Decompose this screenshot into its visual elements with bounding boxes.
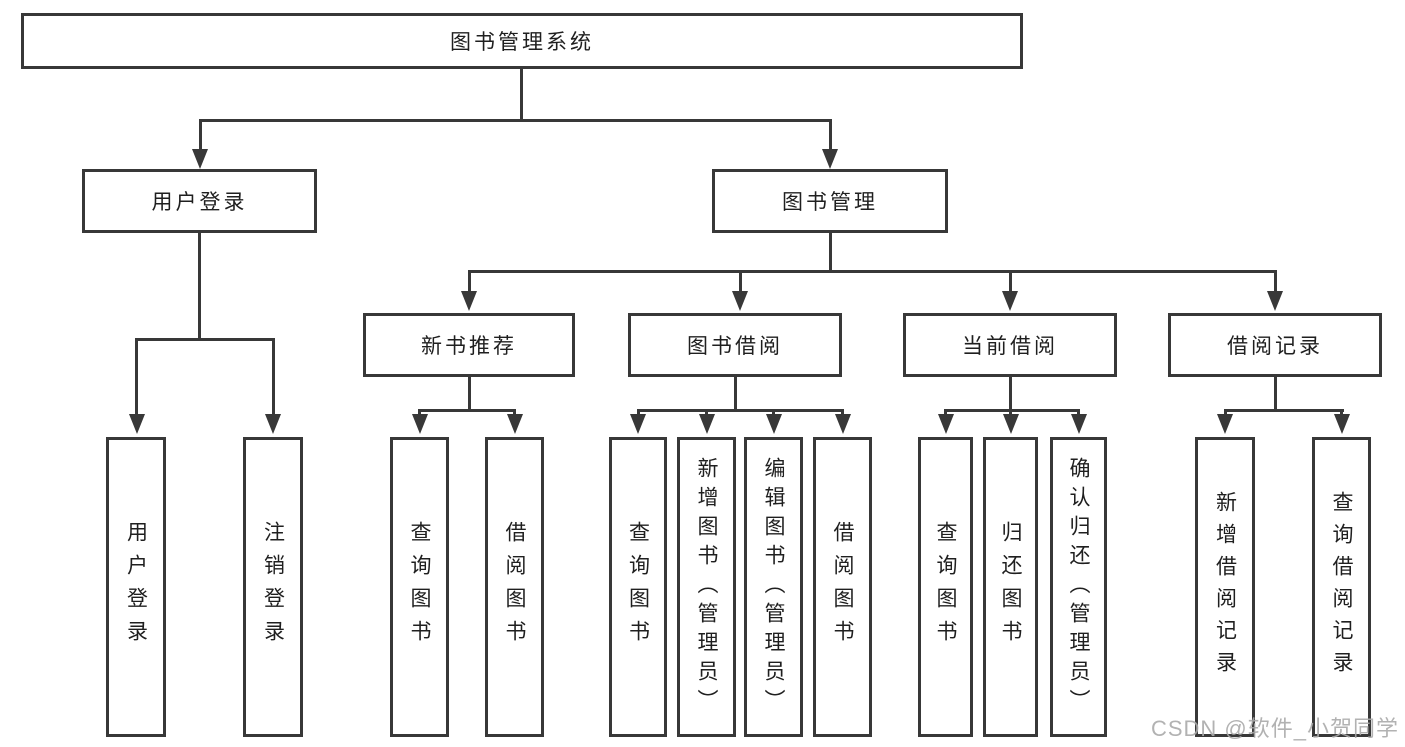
leaf-borrow-books: 借阅图书	[813, 437, 872, 737]
arrow-down-icon	[265, 414, 281, 434]
connector-line	[1273, 270, 1277, 293]
leaf-label: 归还图书	[999, 521, 1022, 653]
node-borrowing-records: 借阅记录	[1168, 313, 1382, 377]
connector-line	[198, 119, 202, 151]
connector-line	[467, 377, 471, 410]
connector-line	[636, 409, 844, 412]
connector-line	[1008, 377, 1012, 410]
arrow-down-icon	[192, 149, 208, 169]
node-label: 借阅记录	[1227, 335, 1323, 358]
connector-line	[519, 69, 523, 119]
leaf-confirm-return-admin: 确认归还（管理员）	[1050, 437, 1107, 737]
leaf-label: 确认归还（管理员）	[1067, 456, 1090, 718]
arrow-down-icon	[698, 414, 715, 434]
node-label: 图书借阅	[687, 335, 783, 358]
connector-line	[513, 409, 516, 416]
leaf-label: 借阅图书	[503, 521, 526, 653]
arrow-down-icon	[128, 414, 145, 434]
leaf-query-borrow-record: 查询借阅记录	[1312, 437, 1371, 737]
connector-line	[1223, 409, 1227, 416]
node-library-management-system: 图书管理系统	[21, 13, 1023, 69]
leaf-edit-books-admin: 编辑图书（管理员）	[744, 437, 803, 737]
connector-line	[828, 233, 832, 271]
leaf-label: 新增借阅记录	[1213, 491, 1237, 683]
leaf-query-books-current: 查询图书	[918, 437, 973, 737]
leaf-add-books-admin: 新增图书（管理员）	[677, 437, 736, 737]
leaf-label: 注销登录	[261, 521, 285, 653]
connector-line	[772, 409, 775, 416]
arrow-down-icon	[630, 414, 646, 434]
leaf-label: 用户登录	[124, 521, 148, 653]
connector-line	[733, 377, 737, 410]
connector-line	[841, 409, 844, 416]
connector-line	[1008, 270, 1012, 293]
connector-line	[944, 409, 947, 416]
arrow-down-icon	[937, 414, 954, 434]
arrow-down-icon	[834, 414, 851, 434]
connector-line	[828, 119, 832, 151]
node-book-borrowing: 图书借阅	[628, 313, 842, 377]
node-label: 用户登录	[151, 191, 248, 214]
node-label: 新书推荐	[421, 335, 517, 358]
node-label: 图书管理	[782, 191, 878, 214]
arrow-down-icon	[765, 414, 782, 434]
connector-line	[198, 119, 832, 122]
connector-line	[944, 409, 1080, 412]
node-label: 当前借阅	[962, 335, 1058, 358]
node-current-borrowing: 当前借阅	[903, 313, 1117, 377]
arrow-down-icon	[461, 291, 477, 311]
leaf-label: 编辑图书（管理员）	[762, 456, 785, 718]
arrow-down-icon	[1267, 291, 1283, 311]
arrow-down-icon	[506, 414, 523, 434]
connector-line	[197, 233, 201, 338]
connector-line	[135, 338, 275, 341]
arrow-down-icon	[1002, 291, 1018, 311]
leaf-label: 查询图书	[408, 521, 431, 653]
leaf-user-login: 用户登录	[106, 437, 166, 737]
arrow-down-icon	[822, 149, 838, 169]
connector-line	[418, 409, 421, 416]
node-label: 图书管理系统	[450, 31, 594, 54]
leaf-return-books: 归还图书	[983, 437, 1038, 737]
connector-line	[1340, 409, 1343, 416]
leaf-label: 查询图书	[626, 521, 650, 653]
arrow-down-icon	[1333, 414, 1350, 434]
connector-line	[467, 270, 471, 293]
arrow-down-icon	[1002, 414, 1019, 434]
node-user-login: 用户登录	[82, 169, 317, 233]
leaf-query-books-borrow: 查询图书	[609, 437, 667, 737]
node-new-book-recommend: 新书推荐	[363, 313, 575, 377]
connector-line	[135, 338, 138, 415]
arrow-down-icon	[411, 414, 428, 434]
connector-line	[1223, 409, 1344, 412]
leaf-label: 查询借阅记录	[1330, 491, 1353, 683]
leaf-logout: 注销登录	[243, 437, 303, 737]
connector-line	[705, 409, 708, 416]
connector-line	[271, 338, 275, 415]
connector-line	[1077, 409, 1080, 416]
leaf-label: 查询图书	[934, 521, 957, 653]
leaf-label: 借阅图书	[831, 521, 854, 653]
arrow-down-icon	[1217, 414, 1233, 434]
connector-line	[636, 409, 640, 416]
arrow-down-icon	[732, 291, 748, 311]
leaf-add-borrow-record: 新增借阅记录	[1195, 437, 1255, 737]
leaf-query-books-recommend: 查询图书	[390, 437, 449, 737]
connector-line	[1273, 377, 1277, 410]
connector-line	[1009, 409, 1012, 416]
node-book-management: 图书管理	[712, 169, 948, 233]
connector-line	[467, 270, 1277, 273]
connector-line	[738, 270, 742, 293]
leaf-borrow-books-recommend: 借阅图书	[485, 437, 544, 737]
arrow-down-icon	[1070, 414, 1087, 434]
connector-line	[418, 409, 516, 412]
csdn-watermark: CSDN @软件_小贺同学	[1150, 716, 1399, 741]
leaf-label: 新增图书（管理员）	[695, 456, 718, 718]
